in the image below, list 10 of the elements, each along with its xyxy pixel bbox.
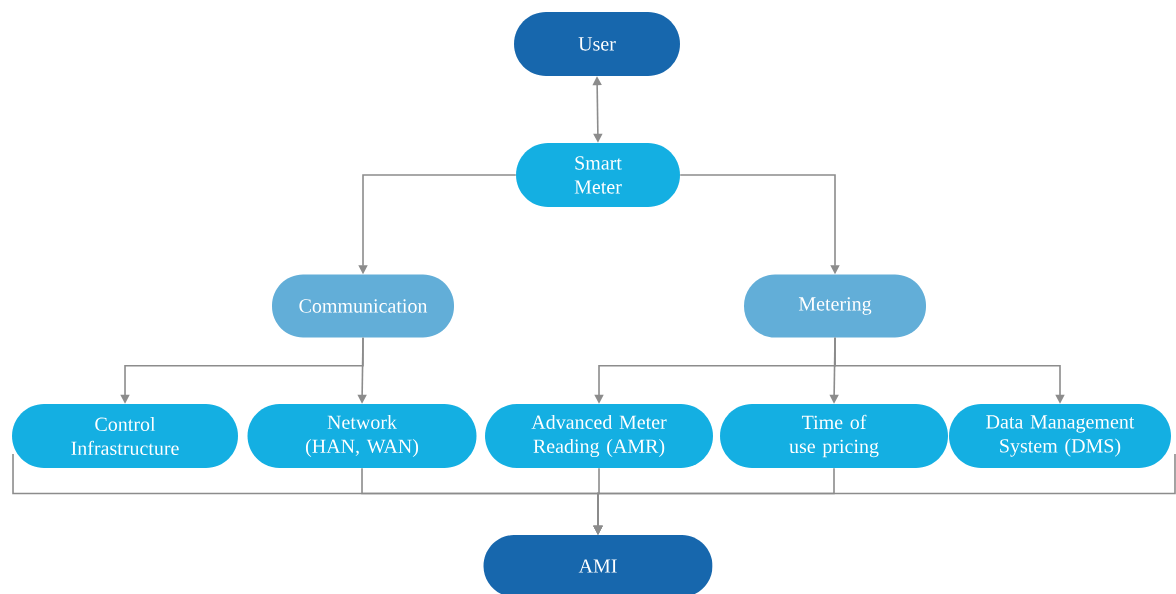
rounded-box: Smart Meter xyxy=(516,143,680,207)
rounded-box: Metering xyxy=(744,274,926,338)
rounded-box: Control Infrastructure xyxy=(12,404,238,468)
rounded-box: Advanced Meter Reading (AMR) xyxy=(485,404,713,468)
rounded-box: Time of use pricing xyxy=(720,404,948,468)
rounded-box: Network (HAN, WAN) xyxy=(247,404,477,468)
rounded-box: Communication xyxy=(272,274,454,338)
rounded-box: Data Management System (DMS) xyxy=(949,404,1171,468)
rounded-box: User xyxy=(514,12,680,76)
rounded-box: AMI xyxy=(483,535,713,594)
